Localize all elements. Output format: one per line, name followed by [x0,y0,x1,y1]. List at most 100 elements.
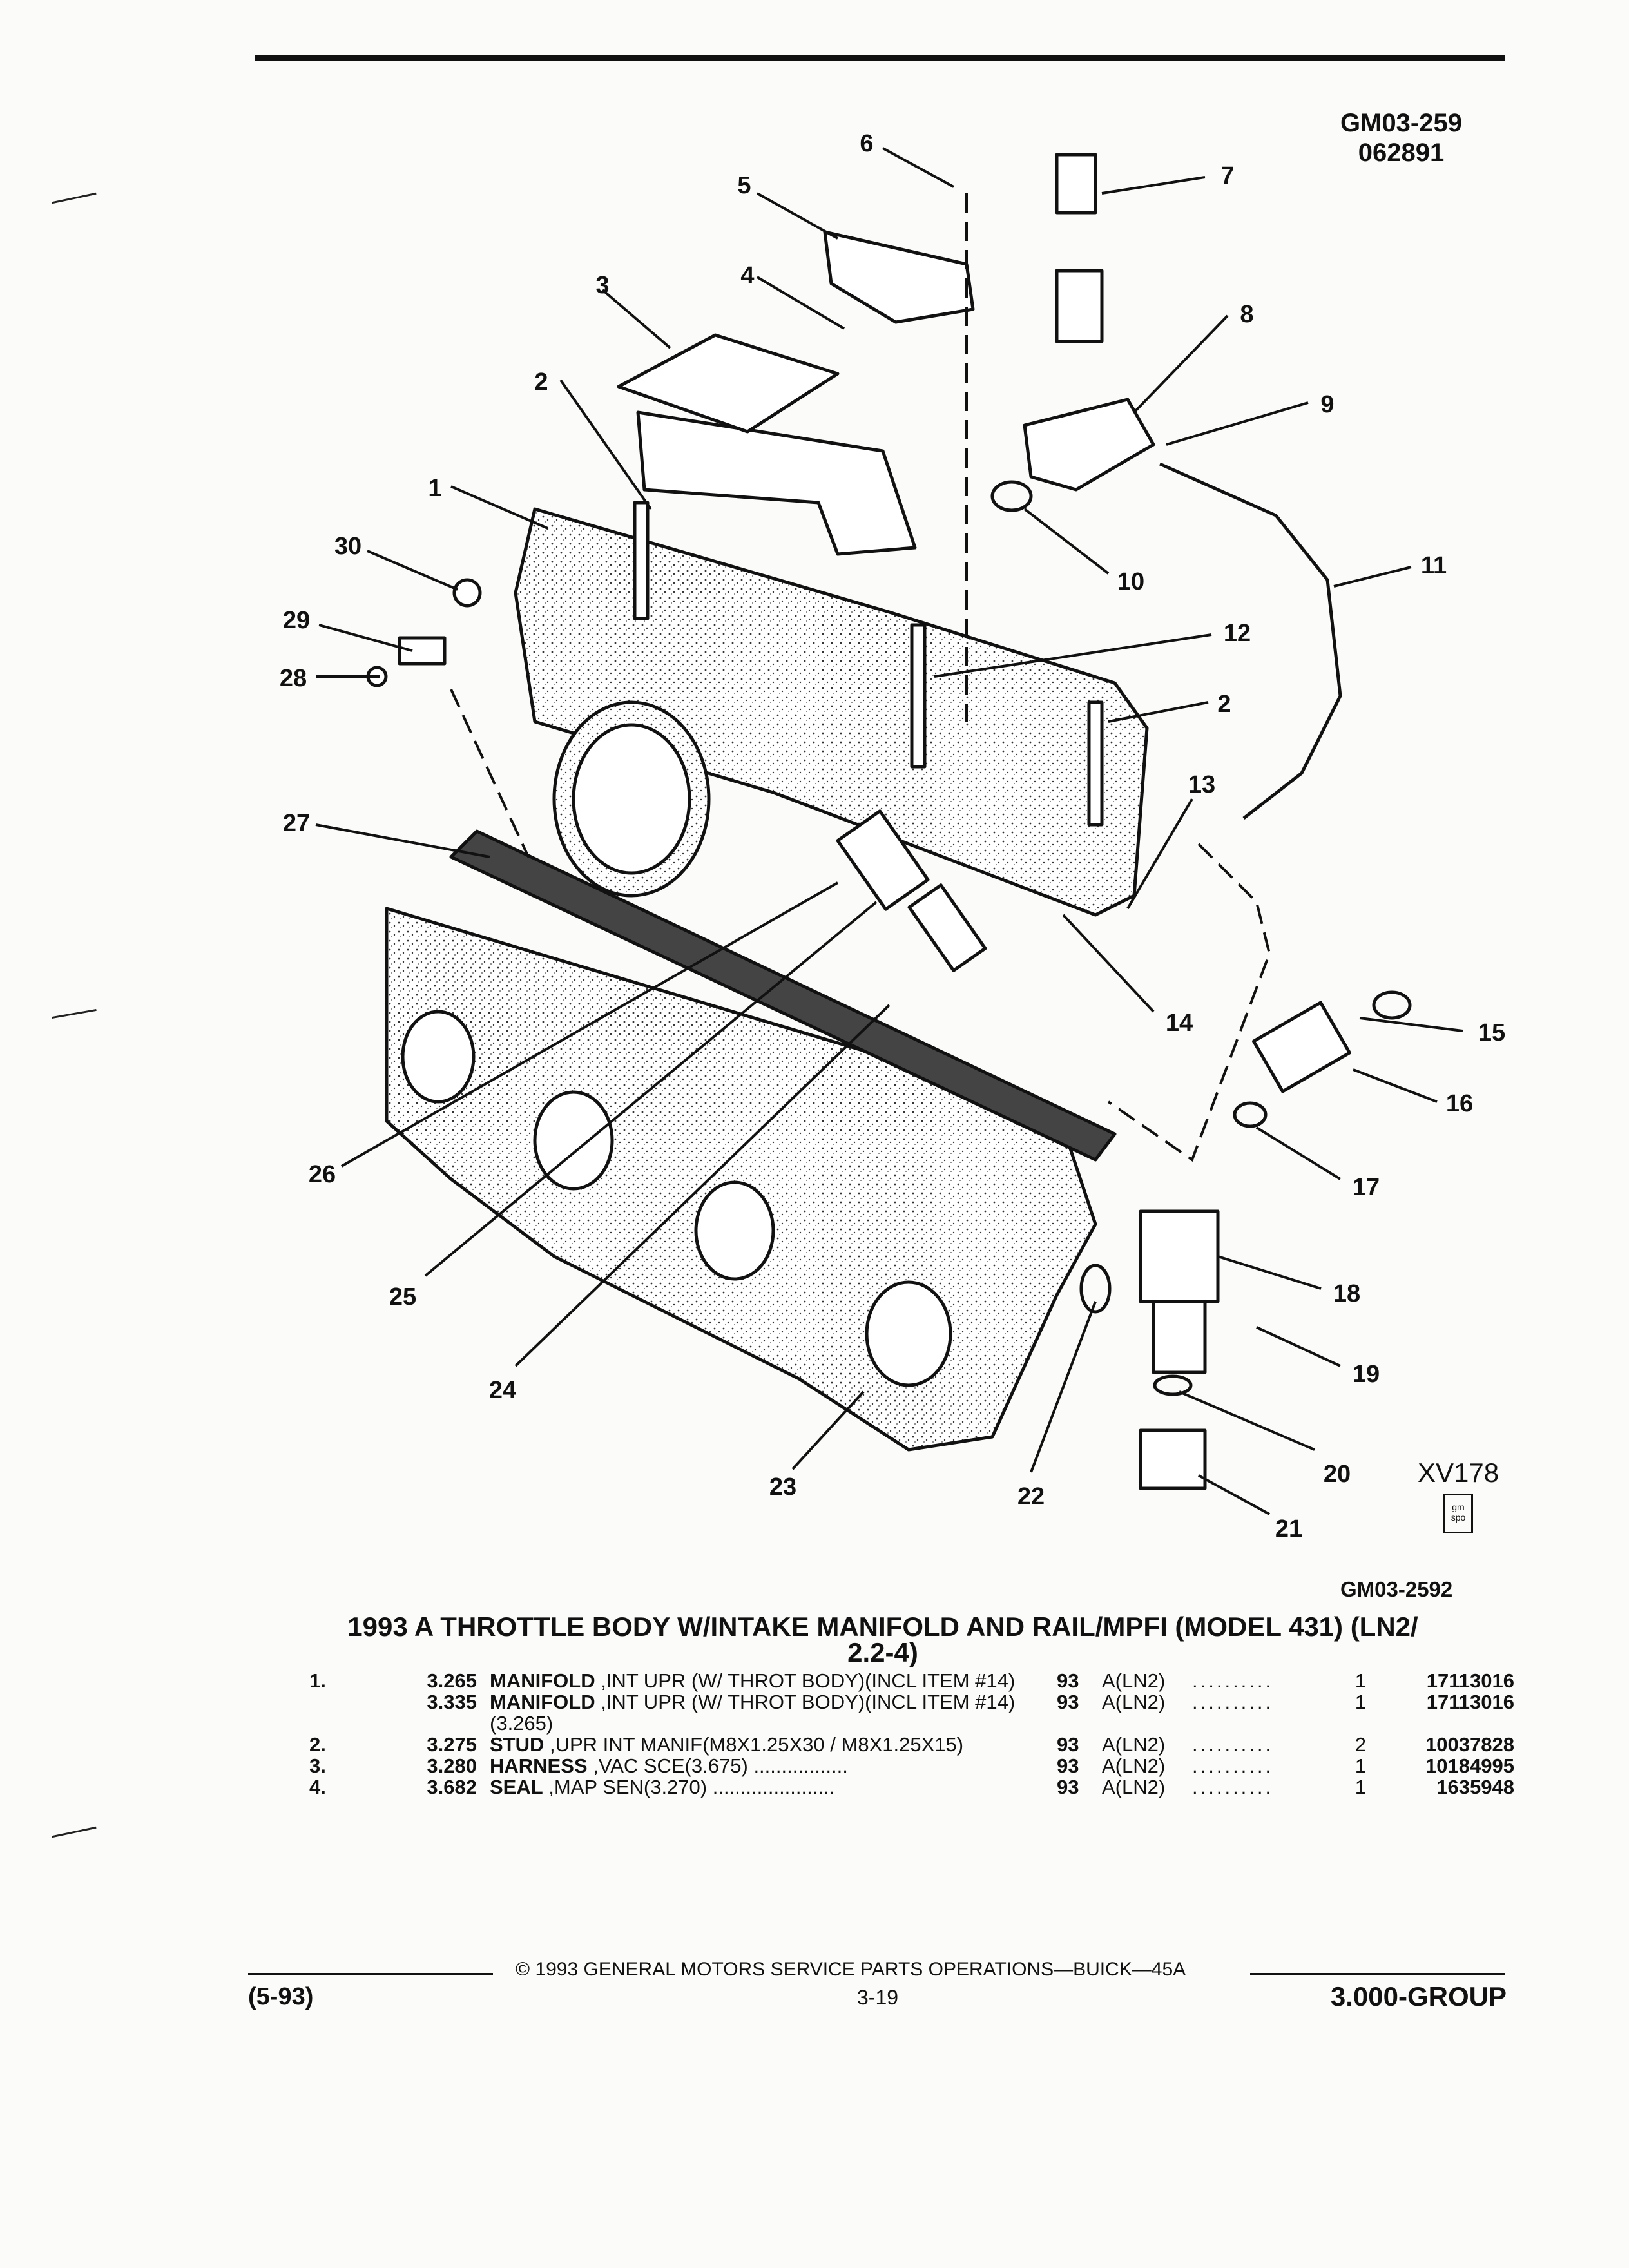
throttle-bore [572,723,691,875]
callout-11: 11 [1421,552,1447,579]
coolant-fitting [1055,153,1097,215]
title-line1: 1993 A THROTTLE BODY W/INTAKE MANIFOLD A… [347,1611,1418,1642]
part-item: 3. [309,1754,326,1777]
part-qty: 1 [1354,1669,1366,1692]
part-description: MANIFOLD ,INT UPR (W/ THROT BODY)(INCL I… [490,1691,1057,1734]
part-item: 1. [309,1669,326,1692]
gm-spo-logo: gm spo [1443,1494,1473,1533]
part-ref: 3.335 [427,1691,477,1713]
callout-26: 26 [309,1161,336,1188]
part-description: HARNESS ,VAC SCE(3.675) ................… [490,1755,1057,1776]
o-ring [1153,1374,1193,1396]
part-ref: 3.275 [427,1733,477,1756]
part-pn: 17113016 [1426,1669,1514,1692]
top-rule [255,55,1505,61]
part-description: MANIFOLD ,INT UPR (W/ THROT BODY)(INCL I… [490,1670,1057,1691]
part-name: HARNESS [490,1754,588,1777]
part-detail: ,INT UPR (W/ THROT BODY)(INCL ITEM #14) [595,1669,1016,1692]
part-pn: 10037828 [1425,1733,1514,1756]
manifold-port [401,1010,476,1104]
part-qty: 1 [1354,1691,1366,1713]
stud [1087,700,1104,827]
part-app: A(LN2) [1102,1776,1166,1798]
callout-1: 1 [428,475,441,502]
part-detail: ,INT UPR (W/ THROT BODY)(INCL ITEM #14)(… [490,1691,1016,1735]
footer-date: (5-93) [248,1983,314,2010]
part-dots: .......... [1192,1669,1274,1692]
iac-valve [1023,398,1155,492]
o-ring [1372,990,1412,1020]
callout-22: 22 [1017,1483,1045,1510]
o-ring [990,480,1033,512]
callout-19: 19 [1353,1361,1380,1388]
part-ref: 3.280 [427,1754,477,1777]
part-qty: 2 [1354,1733,1366,1756]
part-year: 93 [1057,1733,1079,1756]
fuel-injector [836,809,930,911]
footer-rule-right [1250,1973,1505,1975]
part-description: STUD ,UPR INT MANIF(M8X1.25X30 / M8X1.25… [490,1734,1057,1755]
part-name: STUD [490,1733,545,1756]
manifold-port [533,1090,614,1191]
header-ref-line2: 062891 [1358,139,1445,167]
page-title: 1993 A THROTTLE BODY W/INTAKE MANIFOLD A… [271,1611,1495,1667]
regulator-sensor [1139,1428,1207,1490]
callout-10: 10 [1117,568,1144,595]
part-pn: 17113016 [1426,1691,1514,1713]
part-detail: ,UPR INT MANIF(M8X1.25X30 / M8X1.25X15) [544,1733,964,1756]
parts-row: 3.335 MANIFOLD ,INT UPR (W/ THROT BODY)(I… [271,1691,1514,1734]
part-ref: 3.265 [427,1669,477,1692]
part-detail: ,VAC SCE(3.675) ................. [587,1754,848,1777]
callout-2b: 2 [1217,691,1231,718]
nut [452,578,482,608]
footer-page-number: 3-19 [857,1986,899,2009]
part-pn: 10184995 [1425,1754,1514,1777]
manifold-port [865,1280,952,1387]
regulator-body [1152,1300,1207,1374]
part-item: 4. [309,1776,326,1798]
callout-2: 2 [534,369,548,396]
part-dots: .......... [1192,1754,1274,1777]
callout-29: 29 [283,607,310,634]
coolant-sender [1055,269,1104,343]
callout-25: 25 [389,1283,416,1311]
part-qty: 1 [1354,1776,1366,1798]
map-sensor [823,230,975,324]
callout-7: 7 [1220,162,1234,189]
fuel-injector [907,883,987,972]
part-dots: .......... [1192,1776,1274,1798]
part-year: 93 [1057,1754,1079,1777]
stud [633,501,650,620]
title-line2: 2.2-4) [847,1637,918,1667]
callout-24: 24 [489,1377,516,1404]
callout-23: 23 [769,1474,796,1501]
figure-code: XV178 [1418,1457,1499,1488]
part-app: A(LN2) [1102,1754,1166,1777]
part-name: MANIFOLD [490,1669,595,1692]
footer-group: 3.000-GROUP [1330,1981,1507,2012]
o-ring [1079,1264,1112,1314]
callout-13: 13 [1188,771,1215,798]
footer-rule-left [248,1973,493,1975]
exploded-view-diagram: 1 2 2 3 4 5 6 7 8 9 10 11 12 13 14 15 16… [280,130,1505,1542]
part-pn: 1635948 [1436,1776,1514,1798]
part-year: 93 [1057,1669,1079,1692]
part-description: SEAL ,MAP SEN(3.270) ...................… [490,1776,1057,1798]
parts-row: 1. 3.265 MANIFOLD ,INT UPR (W/ THROT BODY)… [271,1670,1514,1691]
part-item: 2. [309,1733,326,1756]
part-app: A(LN2) [1102,1733,1166,1756]
callout-21: 21 [1275,1515,1302,1542]
figure-number: GM03-2592 [1340,1577,1453,1601]
harness-cover [617,333,840,434]
upper-plenum [514,507,1149,917]
logo-text: gm spo [1451,1502,1466,1523]
header-reference: GM03-259 062891 [1340,108,1462,168]
part-name: MANIFOLD [490,1691,595,1713]
part-year: 93 [1057,1776,1079,1798]
callout-18: 18 [1333,1280,1360,1307]
callout-12: 12 [1224,620,1251,647]
callout-16: 16 [1446,1090,1473,1117]
manifold-port [694,1180,775,1281]
